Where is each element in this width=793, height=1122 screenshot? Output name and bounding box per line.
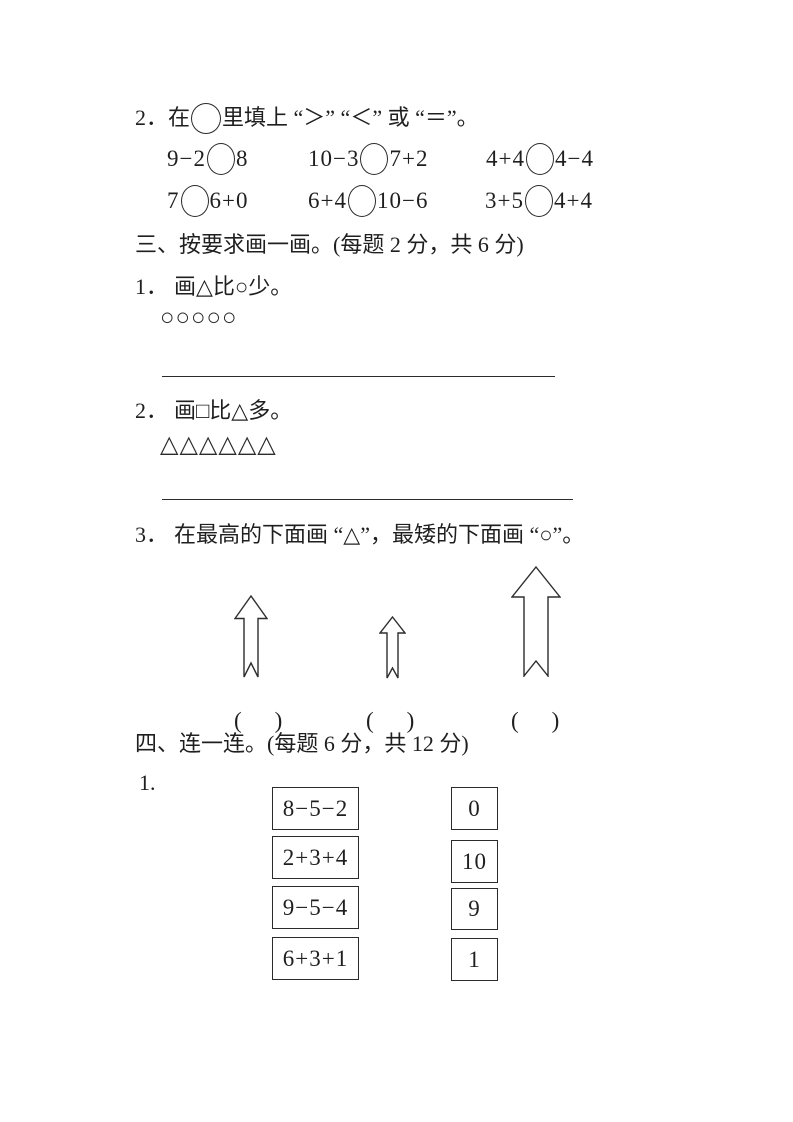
- expression-right: 4+4: [553, 187, 593, 213]
- answer-circle[interactable]: [180, 184, 209, 217]
- comparison-item: 4+4 4−4: [486, 140, 594, 177]
- result-box[interactable]: 0: [451, 787, 498, 830]
- section-4-item-number: 1.: [139, 770, 156, 795]
- question-2-number: 2．: [135, 104, 169, 130]
- section-3-item-1: 1． 画△比○少。: [135, 273, 292, 302]
- expression-right: 8: [235, 145, 249, 171]
- comparison-item: 7 6+0: [167, 182, 248, 219]
- given-triangles-row: △△△△△△: [160, 432, 277, 458]
- item-1-text: 画△比○少。: [174, 274, 293, 299]
- section-4-heading: 四、连一连。(每题 6 分，共 12 分): [135, 731, 469, 756]
- expression-right: 6+0: [209, 187, 249, 213]
- expression-left: 6+4: [308, 187, 347, 213]
- answer-circle[interactable]: [360, 142, 389, 175]
- expression-box[interactable]: 6+3+1: [272, 937, 359, 980]
- answer-line[interactable]: [162, 486, 573, 500]
- answer-circle[interactable]: [347, 184, 376, 217]
- given-circles-row: ○○○○○: [160, 305, 238, 331]
- arrow-shape-short: [379, 616, 406, 679]
- item-3-number: 3．: [135, 522, 169, 547]
- answer-line[interactable]: [162, 363, 555, 377]
- item-3-text: 在最高的下面画 “△”，最矮的下面画 “○”。: [174, 522, 585, 547]
- expression-left: 7: [167, 187, 180, 213]
- expression-left: 4+4: [486, 145, 525, 171]
- answer-parentheses[interactable]: ( ): [366, 708, 420, 733]
- expression-left: 3+5: [485, 187, 524, 213]
- comparison-item: 6+4 10−6: [308, 182, 428, 219]
- comparison-item: 9−2 8: [167, 140, 248, 177]
- prompt-text-before: 在: [168, 104, 191, 130]
- section-3-item-3: 3． 在最高的下面画 “△”，最矮的下面画 “○”。: [135, 521, 584, 550]
- expression-left: 10−3: [308, 145, 360, 171]
- expression-box[interactable]: 9−5−4: [272, 886, 359, 929]
- result-box[interactable]: 10: [451, 840, 498, 883]
- expression-right: 7+2: [389, 145, 429, 171]
- answer-circle[interactable]: [206, 142, 235, 175]
- comparison-item: 3+5 4+4: [485, 182, 593, 219]
- result-box[interactable]: 9: [451, 888, 498, 930]
- result-box[interactable]: 1: [451, 938, 498, 981]
- answer-parentheses[interactable]: ( ): [511, 708, 565, 733]
- section-3-heading: 三、按要求画一画。(每题 2 分，共 6 分): [135, 232, 524, 257]
- item-2-number: 2．: [135, 398, 169, 423]
- question-2-prompt: 2． 在 里填上 “＞” “＜” 或 “＝”。: [135, 100, 479, 136]
- prompt-text-after: 里填上 “＞” “＜” 或 “＝”。: [222, 104, 479, 130]
- arrow-up-icon: [379, 616, 406, 679]
- section-3-item-2: 2． 画□比△多。: [135, 397, 292, 426]
- expression-left: 9−2: [167, 145, 206, 171]
- arrow-shape-tall: [511, 566, 561, 677]
- expression-right: 4−4: [554, 145, 594, 171]
- arrow-up-icon: [234, 595, 268, 678]
- item-1-number: 1．: [135, 274, 169, 299]
- comparison-item: 10−3 7+2: [308, 140, 428, 177]
- answer-circle[interactable]: [525, 142, 554, 175]
- arrow-up-icon: [511, 566, 561, 677]
- expression-box[interactable]: 8−5−2: [272, 787, 359, 830]
- answer-parentheses[interactable]: ( ): [234, 708, 288, 733]
- arrow-shape-medium: [234, 595, 268, 678]
- expression-box[interactable]: 2+3+4: [272, 836, 359, 879]
- expression-right: 10−6: [376, 187, 429, 213]
- sample-answer-circle: [191, 102, 222, 134]
- item-2-text: 画□比△多。: [174, 398, 293, 423]
- answer-circle[interactable]: [524, 184, 553, 217]
